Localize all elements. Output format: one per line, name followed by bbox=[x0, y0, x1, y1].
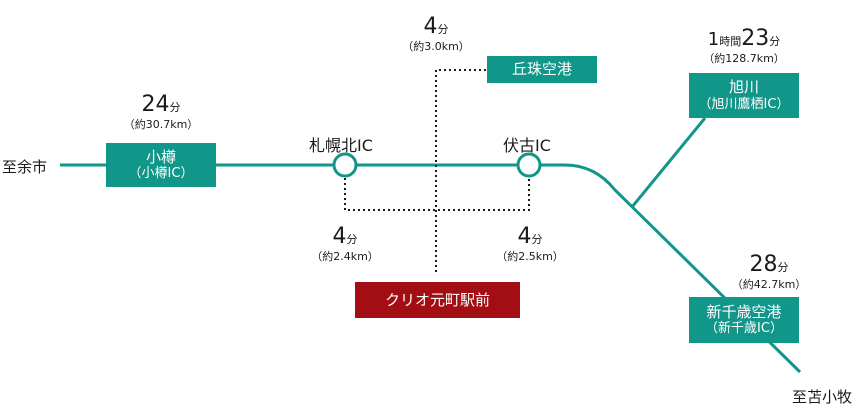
okadama-access-dotted-line bbox=[435, 69, 487, 272]
otaru-time: 24分 （約30.7km） bbox=[111, 94, 211, 131]
chitose-ic: （新千歳IC） bbox=[705, 321, 783, 337]
fushiko-time: 4分 （約2.5km） bbox=[480, 226, 580, 263]
sapporo-kita-ic-label: 札幌北IC bbox=[309, 136, 373, 155]
otaru-distance: （約30.7km） bbox=[123, 118, 199, 131]
clio-motomachi-station-box: クリオ元町駅前 bbox=[355, 282, 520, 318]
clio-station-name: クリオ元町駅前 bbox=[384, 290, 490, 309]
sapporo-kita-ic-marker bbox=[332, 152, 358, 178]
asahikawa-box: 旭川 （旭川鷹栖IC） bbox=[689, 73, 799, 118]
southeast-endpoint-label: 至苫小牧 bbox=[792, 388, 853, 406]
ic-access-dotted-line bbox=[344, 178, 530, 211]
main-route-line bbox=[60, 163, 802, 374]
otaru-name: 小樽 bbox=[145, 147, 176, 166]
asahikawa-distance: （約128.7km） bbox=[703, 52, 785, 65]
asahikawa-ic: （旭川鷹栖IC） bbox=[698, 96, 790, 112]
fushiko-ic-label: 伏古IC bbox=[503, 136, 551, 155]
asahikawa-branch-line bbox=[630, 117, 707, 208]
chitose-box: 新千歳空港 （新千歳IC） bbox=[689, 297, 799, 343]
sapporo-kita-time: 4分 （約2.4km） bbox=[295, 226, 395, 263]
asahikawa-name: 旭川 bbox=[728, 78, 759, 96]
chitose-distance: （約42.7km） bbox=[731, 278, 807, 291]
fushiko-distance: （約2.5km） bbox=[496, 250, 564, 263]
okadama-box: 丘珠空港 bbox=[487, 56, 597, 83]
asahikawa-time: 1時間23分 （約128.7km） bbox=[689, 28, 799, 65]
okadama-distance: （約3.0km） bbox=[402, 40, 470, 53]
chitose-name: 新千歳空港 bbox=[706, 302, 782, 321]
otaru-ic: （小樽IC） bbox=[128, 166, 194, 182]
west-endpoint-label: 至余市 bbox=[2, 158, 48, 176]
fushiko-ic-marker bbox=[516, 152, 542, 178]
okadama-name: 丘珠空港 bbox=[511, 60, 572, 79]
otaru-box: 小樽 （小樽IC） bbox=[106, 143, 216, 187]
okadama-time: 4分 （約3.0km） bbox=[386, 16, 486, 53]
chitose-time: 28分 （約42.7km） bbox=[719, 254, 819, 291]
sapporo-kita-distance: （約2.4km） bbox=[311, 250, 379, 263]
